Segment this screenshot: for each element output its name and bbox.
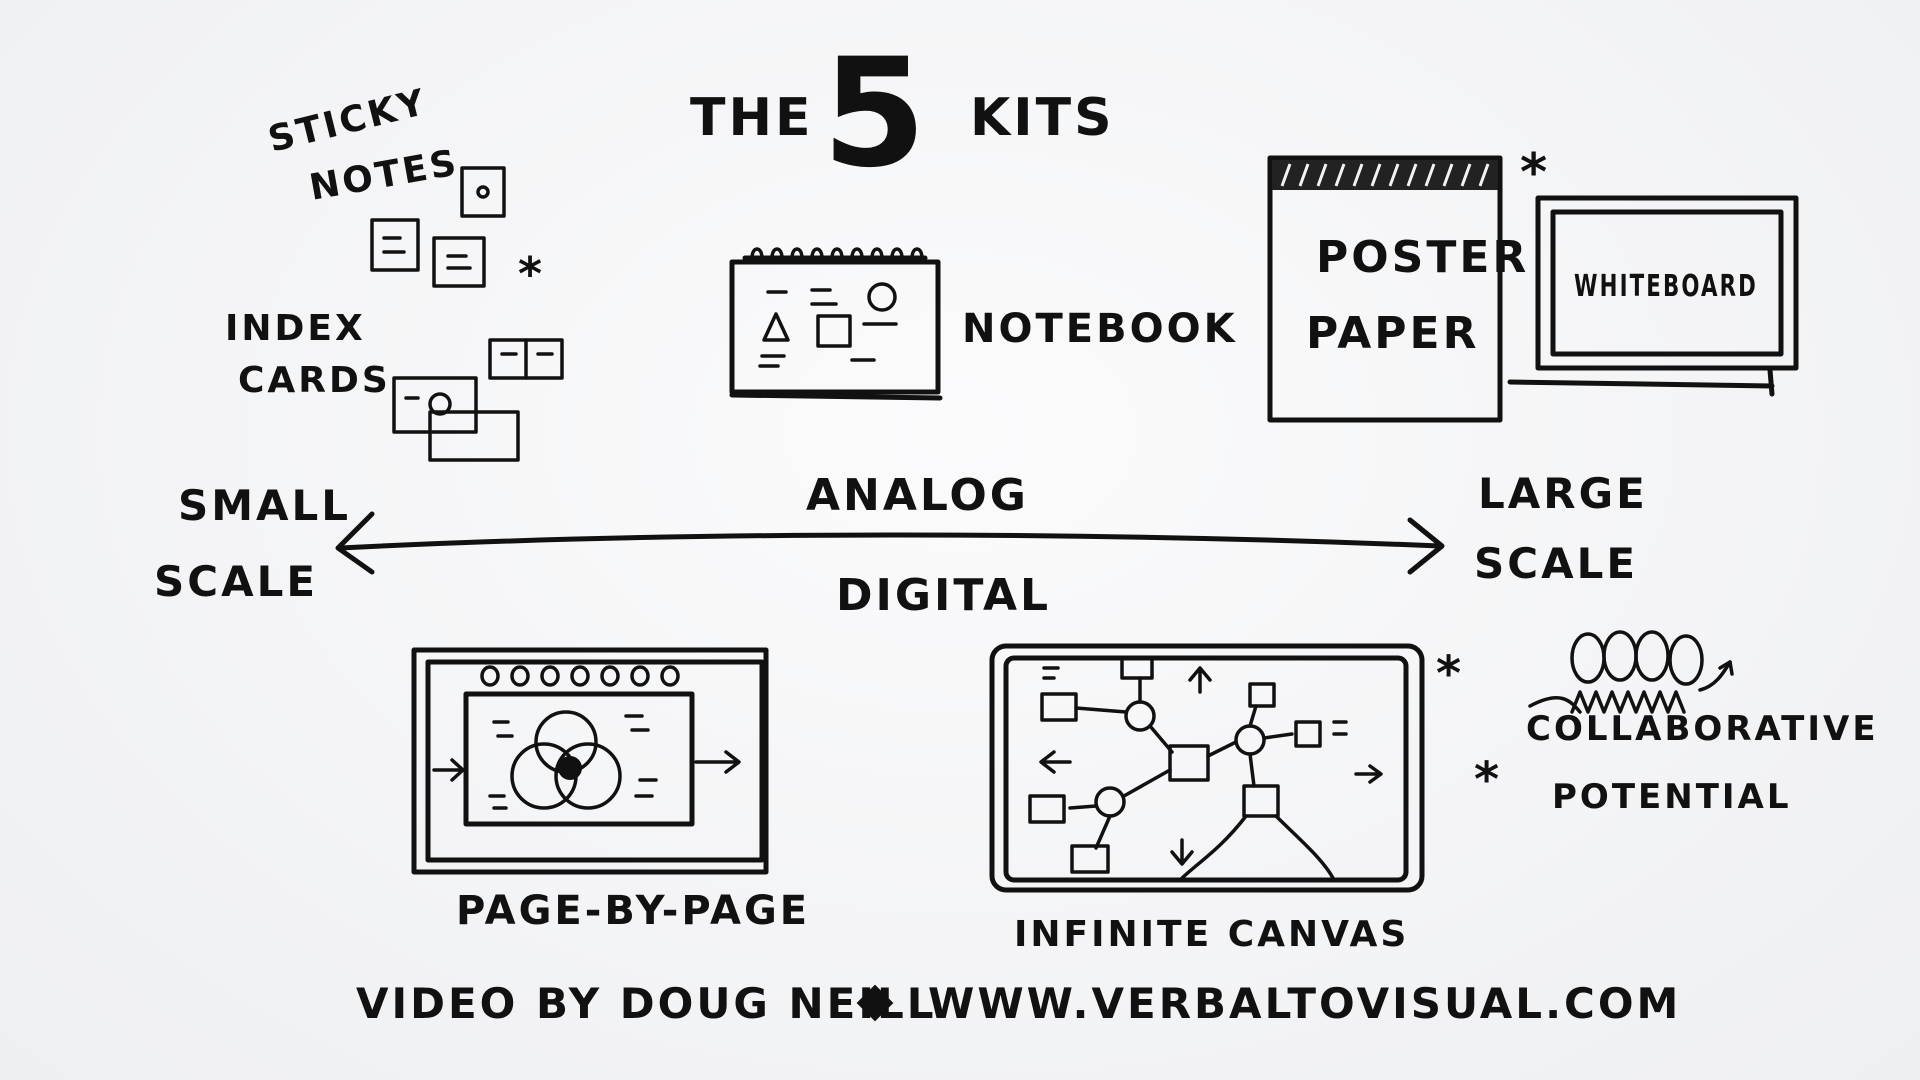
people-group-icon xyxy=(1528,630,1734,714)
infinite-canvas-icon xyxy=(989,643,1425,893)
title: THE 5 KITS xyxy=(690,27,1115,201)
notebook-label: NOTEBOOK xyxy=(962,306,1238,352)
large-scale-label-line2: SCALE xyxy=(1474,539,1638,588)
index-cards-label-line1: INDEX xyxy=(225,308,366,349)
credit-line: VIDEO BY DOUG NEILL WWW.VERBALTOVISUAL.C… xyxy=(356,979,1681,1028)
page-by-page-label: PAGE-BY-PAGE xyxy=(456,888,810,934)
poster-paper-label-line1: POSTER xyxy=(1316,232,1529,283)
index-cards-icon xyxy=(392,338,564,462)
digital-label: DIGITAL xyxy=(836,570,1051,621)
credit-author: VIDEO BY DOUG NEILL xyxy=(356,979,937,1028)
sticky-notes-label-line2: NOTES xyxy=(306,142,462,209)
index-cards-kit: INDEX CARDS xyxy=(225,308,564,462)
whiteboard-label: WHITEBOARD xyxy=(1574,269,1758,304)
small-scale-label-line2: SCALE xyxy=(154,557,318,606)
notebook-kit: NOTEBOOK xyxy=(729,247,1238,401)
small-scale-label-line1: SMALL xyxy=(178,481,351,530)
collaborative-potential: COLLABORATIVE POTENTIAL * xyxy=(1474,630,1879,817)
diamond-icon xyxy=(856,984,894,1022)
analog-label: ANALOG xyxy=(806,470,1029,521)
sticky-notes-kit: STICKY NOTES * xyxy=(264,82,545,301)
collaborative-label-line1: COLLABORATIVE xyxy=(1526,709,1879,749)
poster-paper-asterisk: * xyxy=(1520,143,1550,203)
infinite-canvas-kit: INFINITE CANVAS * xyxy=(989,643,1464,955)
poster-paper-kit: POSTER PAPER * xyxy=(1267,143,1550,423)
poster-paper-icon xyxy=(1267,155,1503,423)
sticky-notes-asterisk: * xyxy=(518,247,545,301)
large-scale-label-line1: LARGE xyxy=(1478,469,1648,518)
title-the: THE xyxy=(690,88,814,148)
scale-axis: SMALL SCALE LARGE SCALE ANALOG DIGITAL xyxy=(154,469,1648,621)
title-number: 5 xyxy=(822,27,929,201)
page-by-page-icon xyxy=(411,647,769,875)
infinite-canvas-asterisk: * xyxy=(1436,646,1464,702)
sticky-notes-icon xyxy=(370,166,506,288)
index-cards-label-line2: CARDS xyxy=(238,360,391,401)
scale-arrow-line xyxy=(337,532,1443,551)
whiteboard-icon xyxy=(1507,195,1799,397)
collaborative-label-line2: POTENTIAL xyxy=(1552,777,1792,817)
poster-paper-label-line2: PAPER xyxy=(1306,308,1479,359)
page-by-page-kit: PAGE-BY-PAGE xyxy=(411,647,810,934)
collaborative-asterisk: * xyxy=(1474,752,1502,808)
credit-url: WWW.VERBALTOVISUAL.COM xyxy=(928,979,1681,1028)
notebook-icon xyxy=(729,247,943,401)
sticky-notes-label-line1: STICKY xyxy=(264,82,431,161)
scale-arrow-left-head xyxy=(335,511,375,575)
title-kits: KITS xyxy=(970,88,1115,148)
infinite-canvas-label: INFINITE CANVAS xyxy=(1014,914,1409,955)
scale-arrow-right-head xyxy=(1407,517,1445,575)
whiteboard-kit: WHITEBOARD xyxy=(1507,195,1799,397)
